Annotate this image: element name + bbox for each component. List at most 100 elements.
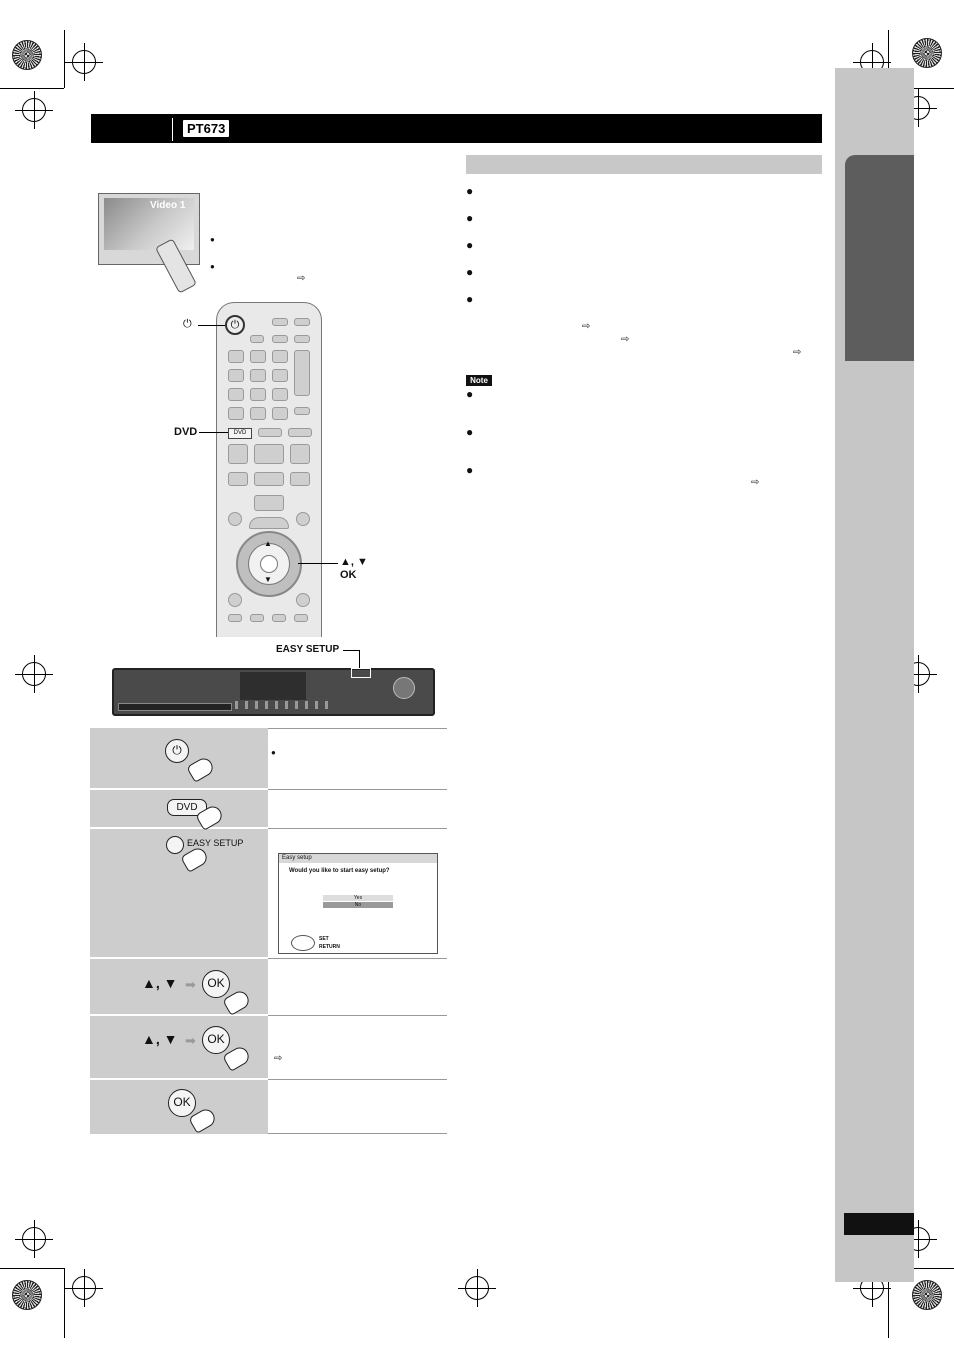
leader-line (298, 563, 338, 564)
dialog-title: Easy setup (279, 854, 437, 863)
step-power-button: ⏻ (165, 739, 189, 763)
remote-number-button[interactable] (272, 369, 288, 382)
up-down-keys: ▲, ▼ (142, 1031, 178, 1047)
remote-number-button[interactable] (228, 388, 244, 401)
remote-button[interactable] (250, 335, 264, 343)
section-heading-bar (466, 155, 822, 174)
remote-button[interactable] (228, 614, 242, 622)
remote-number-button[interactable] (250, 350, 266, 363)
bullet: ● (210, 235, 215, 244)
nav-down-arrow-icon: ▼ (264, 575, 272, 584)
remote-button[interactable] (288, 428, 312, 437)
registration-mark (15, 91, 53, 129)
registration-mark (912, 38, 942, 68)
remote-number-button[interactable] (228, 369, 244, 382)
remote-button[interactable] (296, 512, 310, 526)
step-arrow-icon: ➡ (185, 1033, 196, 1048)
remote-ok-button[interactable] (260, 555, 278, 573)
leader-line (359, 650, 360, 668)
remote-button[interactable] (228, 444, 248, 464)
remote-number-button[interactable] (250, 369, 266, 382)
remote-number-button[interactable] (228, 407, 244, 420)
remote-button[interactable] (290, 444, 310, 464)
remote-number-button[interactable] (272, 388, 288, 401)
unit-easy-setup-button (351, 668, 371, 678)
crop-line (888, 1268, 889, 1338)
remote-number-button[interactable] (250, 407, 266, 420)
registration-mark (12, 1280, 42, 1310)
dialog-question: Would you like to start easy setup? (289, 868, 390, 874)
remote-number-button[interactable] (272, 350, 288, 363)
remote-number-button[interactable] (228, 350, 244, 363)
bullet: ● (210, 262, 215, 271)
row-divider (268, 1079, 447, 1080)
step-ok-button: OK (202, 970, 230, 998)
step-ok-button: OK (202, 1026, 230, 1054)
crop-line (0, 88, 64, 89)
remote-button[interactable] (250, 614, 264, 622)
crop-line (888, 1268, 954, 1269)
remote-power-button[interactable]: ⏻ (225, 315, 245, 335)
tv-input-label: Video 1 (150, 200, 186, 211)
registration-mark (912, 1280, 942, 1310)
note-badge: Note (466, 375, 492, 386)
dialog-option-yes[interactable]: Yes (323, 895, 393, 901)
crop-line (0, 1268, 64, 1269)
bullet: ● (466, 463, 474, 477)
remote-button[interactable] (272, 335, 288, 343)
model-badge: PT673 (183, 120, 230, 137)
dvd-label: DVD (174, 426, 198, 438)
dialog-return-hint: RETURN (319, 944, 340, 950)
bullet: ● (466, 265, 474, 279)
remote-button[interactable] (290, 472, 310, 486)
bullet: ● (466, 184, 474, 198)
remote-button[interactable] (294, 318, 310, 326)
row-divider (268, 1015, 447, 1016)
remote-number-button[interactable] (272, 407, 288, 420)
tv-screen (104, 198, 194, 250)
remote-button[interactable] (228, 593, 242, 607)
row-divider (268, 958, 447, 959)
registration-mark (12, 40, 42, 70)
remote-button[interactable] (272, 318, 288, 326)
remote-number-button[interactable] (250, 388, 266, 401)
page-ref-arrow: ⇨ (621, 334, 630, 345)
page-ref-arrow: ⇨ (297, 273, 306, 284)
remote-button[interactable] (294, 407, 310, 415)
bullet: ● (466, 238, 474, 252)
leader-line (199, 432, 228, 433)
nav-ok-label: OK (340, 569, 357, 581)
row-divider (268, 828, 447, 829)
easy-setup-button-label: EASY SETUP (187, 838, 244, 848)
power-icon: ⏻ (183, 318, 192, 330)
up-down-keys: ▲, ▼ (142, 975, 178, 991)
dialog-option-no[interactable]: No (323, 902, 393, 908)
unit-display (240, 672, 306, 700)
nav-pad-icon (291, 935, 315, 951)
remote-button[interactable] (254, 472, 284, 486)
row-divider (268, 728, 447, 729)
crop-line (64, 1268, 65, 1338)
remote-button[interactable] (228, 472, 248, 486)
bullet: ● (466, 387, 474, 401)
remote-button[interactable] (249, 517, 289, 529)
page-number-box (844, 1213, 914, 1235)
remote-button[interactable] (272, 614, 286, 622)
remote-volume-rocker[interactable] (294, 350, 310, 396)
header-divider (172, 118, 173, 141)
remote-button[interactable] (258, 428, 282, 437)
remote-button[interactable] (294, 335, 310, 343)
crop-line (888, 88, 954, 89)
unit-disc-tray (118, 703, 232, 711)
remote-dvd-button[interactable]: DVD (228, 428, 252, 439)
remote-button[interactable] (294, 614, 308, 622)
remote-button[interactable] (228, 512, 242, 526)
nav-arrows-label: ▲, ▼ (340, 556, 368, 568)
row-divider (268, 1133, 447, 1134)
remote-button[interactable] (254, 444, 284, 464)
crop-line (888, 30, 889, 88)
remote-button[interactable] (296, 593, 310, 607)
step-easy-setup-button (166, 836, 184, 854)
remote-button[interactable] (254, 495, 284, 511)
dialog-set-hint: SET (319, 936, 329, 942)
